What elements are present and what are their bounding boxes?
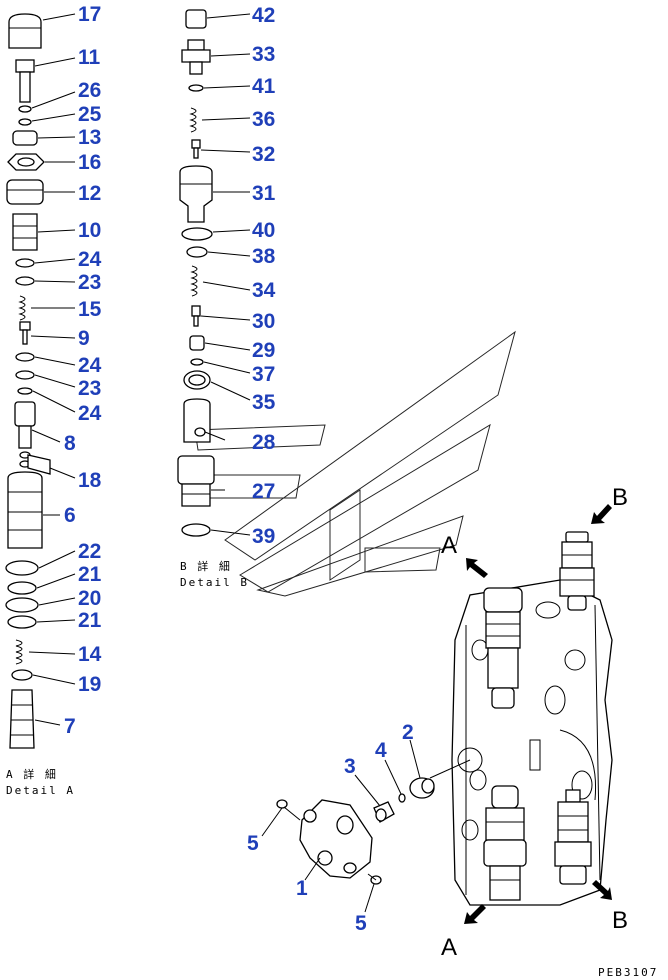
label-a-22: 22: [78, 540, 101, 563]
caption-b-jp: B 詳 細: [180, 559, 232, 573]
column-a-parts: [5, 13, 51, 749]
label-a-24: 24: [78, 248, 102, 271]
column-a-labels: 17 11 26 25 13 16 12 10 24 23 15 9 24 23…: [6, 3, 102, 797]
label-part-4: 4: [375, 739, 387, 762]
label-part-2: 2: [402, 721, 414, 744]
label-b-32: 32: [252, 143, 275, 166]
label-b-41: 41: [252, 75, 276, 98]
label-arrow-b-bottom: B: [612, 907, 628, 934]
assembly-labels: 2 4 3 5 1 5 A B A B: [247, 484, 628, 961]
arrow-a-bottom: [464, 904, 486, 924]
label-b-33: 33: [252, 43, 275, 66]
label-part-5a: 5: [247, 832, 259, 855]
label-arrow-b-top: B: [612, 484, 628, 511]
label-a-17: 17: [78, 3, 101, 26]
column-b-parts: [177, 9, 215, 537]
label-a-15: 15: [78, 298, 102, 321]
label-b-36: 36: [252, 108, 275, 131]
label-a-14: 14: [78, 643, 102, 666]
label-arrow-a-bottom: A: [441, 934, 457, 961]
label-a-23b: 23: [78, 377, 101, 400]
label-part-3: 3: [344, 755, 356, 778]
label-a-12: 12: [78, 182, 101, 205]
label-a-24c: 24: [78, 402, 102, 425]
column-a-leaders: [28, 13, 76, 726]
label-b-29: 29: [252, 339, 275, 362]
label-b-27: 27: [252, 480, 275, 503]
column-b-labels: 42 33 41 36 32 31 40 38 34 30 29 37 35 2…: [180, 4, 276, 589]
assembly-leaders: [261, 739, 421, 913]
label-a-7: 7: [64, 715, 76, 738]
label-a-11: 11: [78, 46, 101, 69]
label-a-23: 23: [78, 271, 101, 294]
label-part-1: 1: [296, 877, 308, 900]
valve-assembly: [276, 531, 613, 906]
label-a-21: 21: [78, 563, 102, 586]
column-b-leaders: [200, 13, 251, 536]
caption-b-en: Detail B: [180, 576, 249, 589]
arrow-a-top: [466, 558, 488, 578]
label-b-37: 37: [252, 363, 275, 386]
label-a-21b: 21: [78, 609, 102, 632]
label-a-26: 26: [78, 79, 101, 102]
label-b-35: 35: [252, 391, 276, 414]
arrow-b-bottom: [592, 880, 612, 900]
label-b-28: 28: [252, 431, 276, 454]
label-b-39: 39: [252, 525, 275, 548]
label-b-34: 34: [252, 279, 276, 302]
caption-a-en: Detail A: [6, 784, 75, 797]
label-b-40: 40: [252, 219, 275, 242]
label-a-10: 10: [78, 219, 101, 242]
direction-arrows: [464, 504, 612, 924]
label-a-19: 19: [78, 673, 101, 696]
label-a-18: 18: [78, 469, 102, 492]
label-a-24b: 24: [78, 354, 102, 377]
label-part-5b: 5: [355, 912, 367, 935]
arrow-b-top: [591, 504, 612, 524]
label-b-42: 42: [252, 4, 275, 27]
watermark-logo: [194, 330, 516, 597]
label-a-6: 6: [64, 504, 76, 527]
label-b-30: 30: [252, 310, 275, 333]
label-a-25: 25: [78, 103, 102, 126]
label-b-31: 31: [252, 182, 276, 205]
drawing-code: PEB3107: [598, 966, 658, 979]
label-b-38: 38: [252, 245, 276, 268]
caption-a-jp: A 詳 細: [6, 767, 58, 781]
label-a-9: 9: [78, 327, 90, 350]
label-a-13: 13: [78, 126, 101, 149]
label-arrow-a-top: A: [441, 532, 457, 559]
label-a-8: 8: [64, 432, 76, 455]
label-a-16: 16: [78, 151, 101, 174]
label-a-20: 20: [78, 587, 101, 610]
